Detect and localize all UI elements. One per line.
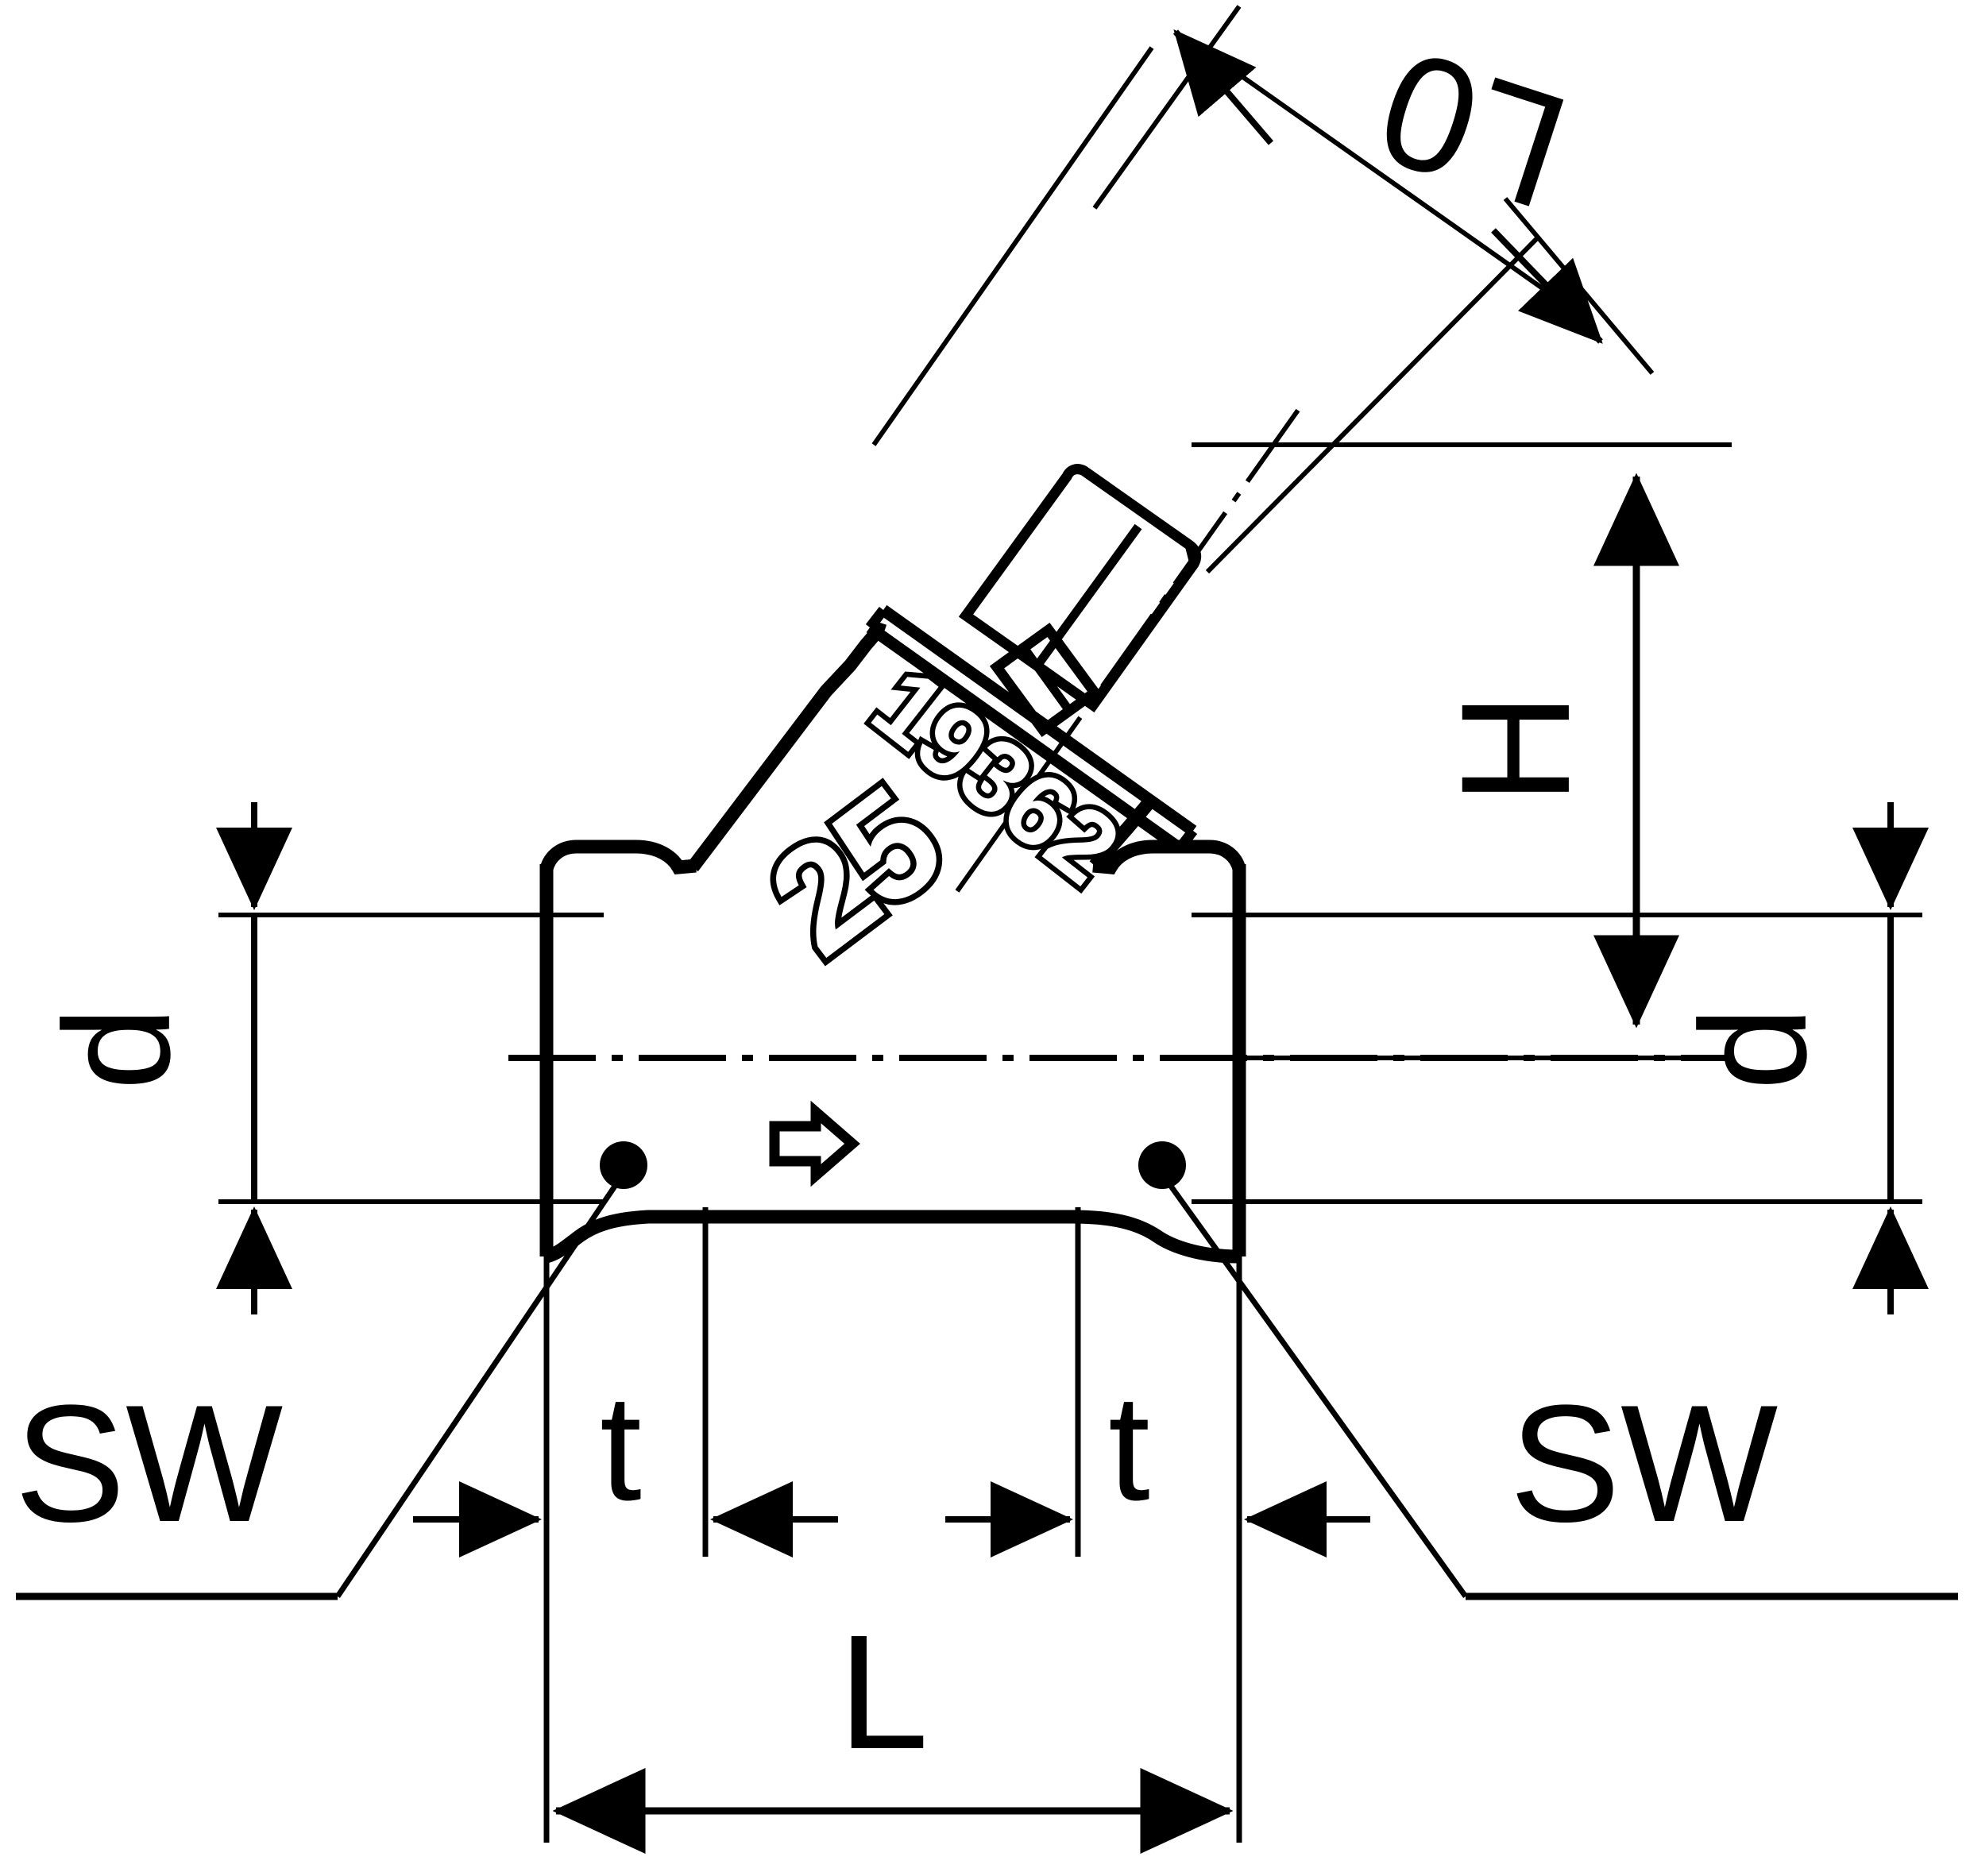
stem-shaft-edge-left: [962, 473, 1071, 619]
bonnet-flange-cap-left: [865, 607, 888, 631]
dimension-label-t-left: t: [600, 1364, 642, 1532]
sw-right-leader-line: [1168, 1183, 1468, 1599]
sw-right-leader-dot: [1138, 1141, 1186, 1189]
dimension-label-sw-left: SW: [14, 1370, 284, 1557]
body-neck-right-wall: [1089, 793, 1159, 870]
bonnet-flange-outer: [866, 622, 1184, 854]
bonnet-axis-centerline: [955, 402, 1305, 893]
sw-left-leader-line: [335, 1183, 618, 1598]
stem-shaft-edge-mid: [1033, 523, 1142, 669]
sw-left-leader-dot: [600, 1141, 647, 1189]
l0-extension-left: [1092, 5, 1242, 210]
l0-extension-right-long: [1205, 236, 1539, 574]
body-bottom-contour: [544, 1210, 1240, 1264]
dimension-label-t-right: t: [1108, 1364, 1150, 1532]
dimension-label-d-left: d: [33, 1006, 202, 1090]
dimension-label-h: H: [1428, 693, 1602, 805]
l0-extension-left-long: [871, 46, 1154, 446]
dimension-label-l: L: [838, 1601, 929, 1783]
bonnet-flange-cap-right: [1175, 828, 1198, 851]
l0-arrow-upper: [1172, 29, 1274, 145]
body-top-left-notch: [539, 840, 697, 874]
body-top-right-notch: [1092, 840, 1246, 874]
flow-direction-arrow: [769, 1100, 860, 1187]
dimension-label-d-right: d: [1669, 1006, 1838, 1090]
dimension-label-sw-right: SW: [1509, 1370, 1779, 1557]
l0-arrow-lower: [1491, 228, 1603, 344]
stem-collar: [989, 622, 1103, 738]
